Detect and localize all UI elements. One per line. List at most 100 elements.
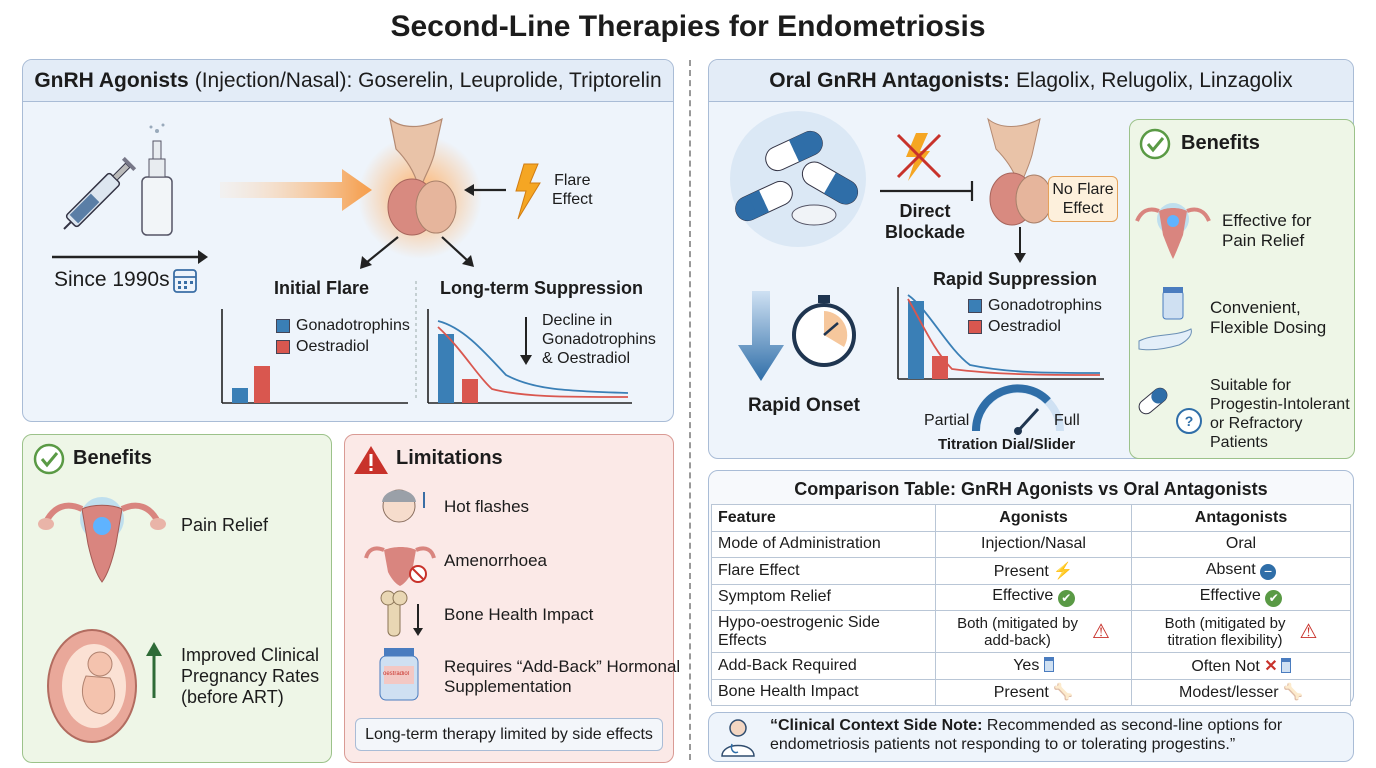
agonists-heading: GnRH Agonists (Injection/Nasal): Goserel…: [23, 60, 673, 102]
bottle-icon: [1043, 656, 1054, 672]
pain-relief-label: Pain Relief: [181, 515, 269, 535]
svg-text:?: ?: [1185, 413, 1194, 429]
limitations-illustration: [354, 446, 436, 701]
table-cell: Present 🦴: [935, 678, 1132, 706]
antagonist-benefit-dosing: Convenient, Flexible Dosing: [1210, 298, 1327, 337]
table-row: Flare Effect Present ⚡ Absent −: [711, 557, 1351, 585]
initial-gonadotrophins-bar: [232, 388, 248, 403]
antagonists-illustration: [730, 111, 1104, 435]
limitation-amenorrhoea: Amenorrhoea: [444, 551, 548, 570]
table-header-row: Feature Agonists Antagonists: [711, 504, 1351, 532]
table-cell: Modest/lesser 🦴: [1131, 678, 1351, 706]
titration-dial-icon: [971, 384, 1064, 435]
table-cell: Both (mitigated by add-back)⚠: [935, 610, 1132, 653]
antagonist-benefit-suitable: Suitable for Progestin-Intolerant or Ref…: [1210, 377, 1350, 451]
warning-icon: ⚠: [1091, 621, 1110, 643]
limitation-hot-flashes: Hot flashes: [444, 497, 530, 516]
long-term-oestradiol-bar: [462, 379, 478, 403]
oestradiol-curve: [437, 326, 629, 398]
table-row: Hypo-oestrogenic Side Effects Both (miti…: [711, 610, 1351, 653]
long-term-gonadotrophins-bar: [438, 334, 454, 403]
syringe-icon: [63, 156, 137, 230]
table-row: Mode of Administration Injection/Nasal O…: [711, 530, 1351, 558]
limitation-bone-health: Bone Health Impact: [444, 605, 594, 624]
col-antagonists: Antagonists: [1131, 504, 1351, 532]
check-circle-icon-2: [1139, 128, 1171, 160]
pill-question-icon: ?: [1138, 387, 1202, 434]
comparison-table: Feature Agonists Antagonists Mode of Adm…: [711, 504, 1351, 706]
antagonist-benefits-illustration: ?: [1135, 128, 1211, 434]
pituitary-icon-2: [987, 117, 1053, 226]
table-cell: Effective ✔: [935, 583, 1132, 611]
stopwatch-icon: [792, 295, 856, 367]
pills-icon: [730, 111, 866, 247]
gonadotrophins-curve: [437, 320, 629, 394]
col-agonists: Agonists: [935, 504, 1132, 532]
col-feature: Feature: [711, 504, 936, 532]
agonists-panel: GnRH Agonists (Injection/Nasal): Goserel…: [22, 59, 674, 422]
pituitary-icon: [387, 117, 457, 236]
table-cell: Present ⚡: [935, 557, 1132, 585]
table-cell: Oral: [1131, 530, 1351, 558]
initial-oestradiol-bar: [254, 366, 270, 403]
agonists-heading-rest: (Injection/Nasal): Goserelin, Leuprolide…: [194, 68, 662, 92]
center-divider: [689, 60, 691, 760]
limitations-title: Limitations: [396, 447, 503, 469]
blocked-lightning-icon: [896, 133, 942, 181]
dial-partial-label: Partial: [924, 412, 970, 429]
antagonists-heading-rest: Elagolix, Relugolix, Linzagolix: [1016, 68, 1293, 92]
table-cell: Mode of Administration: [711, 530, 936, 558]
table-row: Symptom Relief Effective ✔ Effective ✔: [711, 583, 1351, 611]
decline-label: Decline in Gonadotrophins & Oestradiol: [542, 312, 656, 367]
long-term-label: Long-term Suppression: [440, 278, 644, 298]
table-cell: Yes: [935, 652, 1132, 680]
pregnancy-label: Improved Clinical Pregnancy Rates (befor…: [181, 645, 320, 707]
hand-bottle-icon: [1138, 287, 1192, 351]
rapid-suppression-chart: [897, 287, 1104, 380]
antag-legend-gonadotrophins: Gonadotrophins: [968, 296, 1102, 316]
agonists-illustration: [52, 117, 632, 404]
calendar-icon: [173, 269, 197, 293]
bottle-icon: [1280, 657, 1291, 673]
direct-blockade-label: Direct Blockade: [885, 201, 966, 242]
antagonist-benefits-title: Benefits: [1181, 132, 1260, 154]
uterus-no-icon: [364, 546, 436, 586]
table-cell: Effective ✔: [1131, 583, 1351, 611]
antagonists-heading: Oral GnRH Antagonists: Elagolix, Relugol…: [709, 60, 1353, 102]
rapid-oestradiol-bar: [932, 356, 948, 379]
warning-icon: [354, 446, 388, 474]
table-cell: Bone Health Impact: [711, 678, 936, 706]
page-title: Second-Line Therapies for Endometriosis: [390, 10, 986, 43]
since-label: Since 1990s: [54, 268, 170, 291]
cross-icon: ✕: [1264, 657, 1278, 675]
antagonists-heading-bold: Oral GnRH Antagonists:: [769, 68, 1011, 92]
flare-effect-label: Flare Effect: [552, 172, 593, 208]
dial-label: Titration Dial/Slider: [938, 436, 1076, 453]
table-row: Bone Health Impact Present 🦴 Modest/less…: [711, 678, 1351, 706]
long-term-chart: [427, 309, 632, 404]
rapid-onset-label: Rapid Onset: [748, 395, 860, 416]
stimulation-arrow: [220, 169, 372, 211]
initial-flare-label: Initial Flare: [274, 278, 370, 298]
table-cell: Hypo-oestrogenic Side Effects: [711, 610, 936, 653]
dial-full-label: Full: [1054, 412, 1080, 429]
doctor-icon: [721, 719, 755, 757]
antagonist-benefit-pain: Effective for Pain Relief: [1222, 211, 1312, 250]
table-cell: Injection/Nasal: [935, 530, 1132, 558]
clinical-note-bold: “Clinical Context Side Note:: [770, 717, 983, 734]
rapid-gonadotrophins-curve: [907, 294, 1101, 374]
table-cell: Symptom Relief: [711, 583, 936, 611]
bone-icon: 🦴: [1283, 684, 1303, 702]
table-cell: Add-Back Required: [711, 652, 936, 680]
table-cell: Often Not ✕: [1131, 652, 1351, 680]
comparison-title: Comparison Table: GnRH Agonists vs Oral …: [794, 479, 1268, 499]
bone-icon: [380, 590, 423, 637]
minus-circle-icon: −: [1260, 564, 1277, 581]
no-flare-label: No Flare Effect: [1048, 176, 1118, 222]
legend-gonadotrophins: Gonadotrophins: [276, 316, 410, 336]
lightning-icon: ⚡: [1053, 562, 1074, 580]
initial-flare-chart: [221, 309, 408, 404]
fetus-in-womb-icon: [47, 629, 137, 743]
nasal-spray-icon: [141, 123, 173, 236]
vial-label: oestradiol: [382, 671, 409, 677]
